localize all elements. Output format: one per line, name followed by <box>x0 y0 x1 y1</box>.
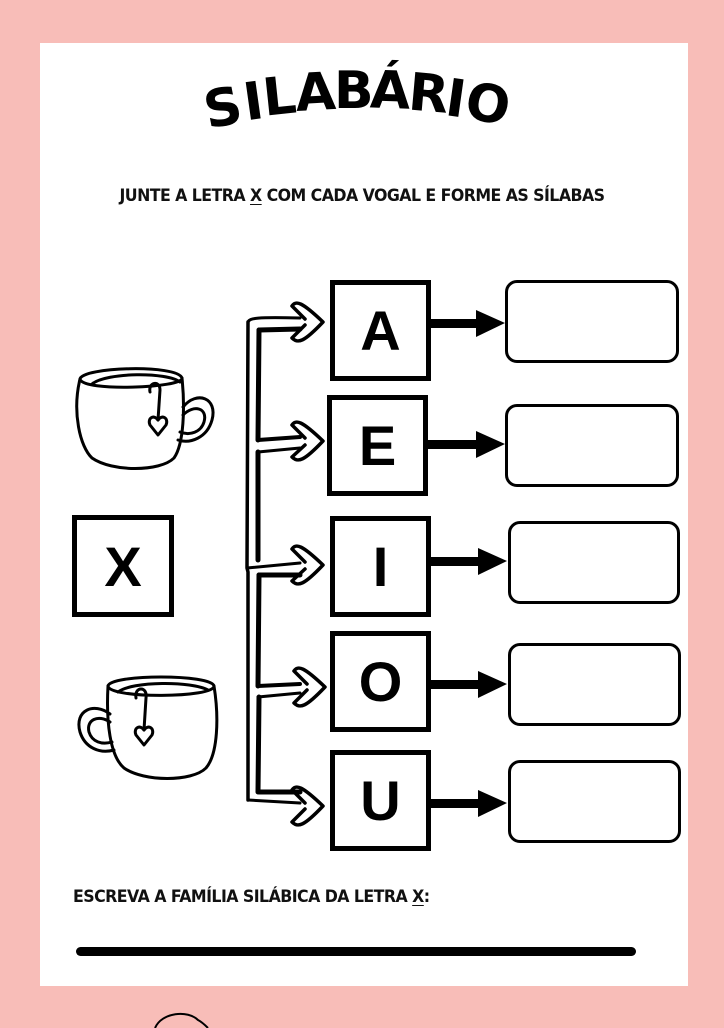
answer-box-xi[interactable] <box>508 521 680 604</box>
vowel-box-u: U <box>330 750 431 851</box>
tea-cup-icon <box>77 675 219 780</box>
decoration-outline-icon <box>154 1012 209 1028</box>
instruction-part: COM CADA VOGAL E FORME AS SÍLABAS <box>261 186 605 206</box>
vowel-box-o: O <box>330 631 431 732</box>
instruction-letter: X <box>250 186 262 206</box>
prompt-part: ESCREVA A FAMÍLIA SILÁBICA DA LETRA <box>73 887 413 907</box>
vowel-box-a: A <box>330 280 431 381</box>
family-prompt: ESCREVA A FAMÍLIA SILÁBICA DA LETRA X: <box>73 887 430 907</box>
instruction-part: JUNTE A LETRA <box>119 186 251 206</box>
write-line[interactable] <box>76 947 636 956</box>
answer-box-xa[interactable] <box>505 280 679 363</box>
tea-cup-icon <box>75 367 215 470</box>
consonant-box: X <box>72 515 174 617</box>
title-letter: B <box>334 61 374 121</box>
instruction-text: JUNTE A LETRA X COM CADA VOGAL E FORME A… <box>25 186 698 206</box>
answer-box-xe[interactable] <box>505 404 679 487</box>
vowel-box-e: E <box>327 395 428 496</box>
vowel-box-i: I <box>330 516 431 617</box>
prompt-part: : <box>423 887 430 907</box>
answer-box-xo[interactable] <box>508 643 681 726</box>
page-title: S I L A B Á R I O <box>0 0 724 160</box>
answer-box-xu[interactable] <box>508 760 681 843</box>
prompt-letter: X <box>412 887 424 907</box>
